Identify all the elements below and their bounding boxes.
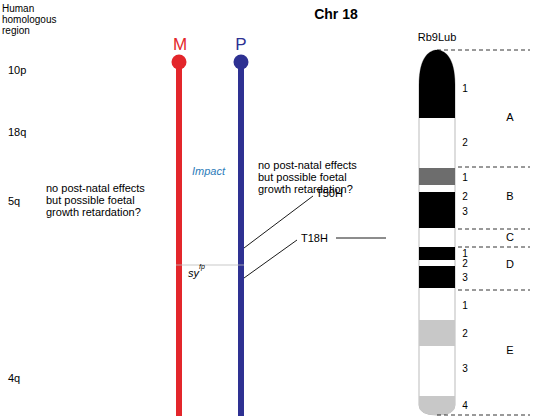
homology-label: 4q (8, 372, 20, 384)
maternal-chromosome (172, 55, 187, 417)
leader-lines (244, 196, 386, 278)
heading-note: Human homologous region (2, 3, 64, 36)
ideogram (419, 50, 455, 415)
translocation-label: T18H (301, 232, 328, 244)
band-letter: D (506, 258, 514, 270)
parent-label: M (173, 36, 187, 55)
gene-label: Impact (192, 165, 225, 177)
band-dividers (437, 50, 530, 415)
band-number: 2 (462, 137, 468, 148)
band-number: 2 (462, 328, 468, 339)
band-number: 2 (462, 258, 468, 269)
gene-superscript: fp (199, 263, 205, 271)
locus-marker (176, 265, 244, 266)
band-number: 1 (462, 83, 468, 94)
band-number: 3 (462, 206, 468, 217)
band-number: 3 (462, 363, 468, 374)
band-letter: B (506, 190, 513, 202)
band-letter: C (506, 231, 514, 243)
band-number: 2 (462, 191, 468, 202)
band-number: 1 (462, 300, 468, 311)
homology-label: 18q (8, 126, 26, 138)
homology-label: 10p (8, 64, 26, 76)
phenotype-note: no post-natal effects but possible foeta… (258, 159, 370, 195)
band-number: 4 (462, 400, 468, 411)
gene-label: sy (188, 267, 199, 279)
strain-label: Rb9Lub (418, 31, 457, 43)
parent-label: P (235, 36, 246, 55)
band-number: 3 (462, 272, 468, 283)
translocation-label: T50H (316, 187, 343, 199)
homology-label: 5q (8, 195, 20, 207)
phenotype-note: no post-natal effects but possible foeta… (46, 182, 158, 218)
band-letter: A (506, 111, 513, 123)
band-letter: E (506, 344, 513, 356)
chart-title: Chr 18 (314, 7, 358, 22)
band-number: 1 (462, 248, 468, 259)
paternal-chromosome (234, 55, 249, 417)
band-number: 1 (462, 172, 468, 183)
